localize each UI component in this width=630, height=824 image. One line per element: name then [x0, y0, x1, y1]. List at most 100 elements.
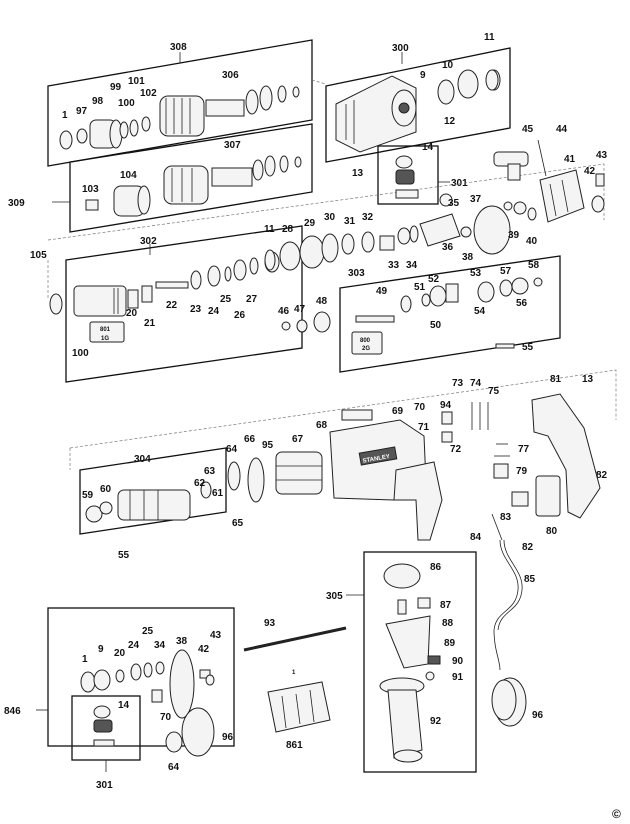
ring-row-parts: [264, 225, 419, 271]
kit-label-861: 861: [286, 740, 303, 751]
code-801: 801: [100, 327, 111, 333]
part-label-102: 102: [140, 88, 157, 99]
kit-label-20: 20: [114, 648, 126, 659]
part-label-25: 25: [220, 294, 232, 305]
switch-parts: [441, 402, 561, 517]
part-label-93: 93: [264, 618, 276, 629]
part-label-71: 71: [418, 422, 430, 433]
kit-label-1-small: 1: [292, 670, 296, 676]
part-label-13b: 13: [582, 374, 594, 385]
part-label-31: 31: [344, 216, 356, 227]
part-label-62: 62: [194, 478, 206, 489]
part-label-68: 68: [316, 420, 328, 431]
assembly-308-box: 308: [47, 39, 313, 167]
part-label-64: 64: [226, 444, 238, 455]
part-label-14: 14: [422, 142, 434, 153]
assembly-301b-box: 301: [71, 695, 141, 791]
assembly-304-box: 304: [79, 447, 227, 535]
spindle-parts-302: 801 1G: [49, 251, 280, 343]
part-label-44: 44: [556, 124, 568, 135]
kit-label-1: 1: [82, 654, 88, 665]
kit-label-43: 43: [210, 630, 222, 641]
part-label-38: 38: [462, 252, 474, 263]
part-label-21: 21: [144, 318, 156, 329]
part-label-11: 11: [484, 32, 495, 43]
kit-label-64: 64: [168, 762, 180, 773]
part-label-24: 24: [208, 306, 220, 317]
part-label-70: 70: [414, 402, 426, 413]
part-label-40: 40: [526, 236, 538, 247]
part-label-96: 96: [532, 710, 544, 721]
part-label-48: 48: [316, 296, 328, 307]
part-label-54: 54: [474, 306, 486, 317]
assembly-guide-lines: [47, 79, 617, 470]
part-label-104: 104: [120, 170, 137, 181]
assembly-label-305: 305: [326, 591, 343, 602]
assembly-300-box: 300: [325, 43, 511, 163]
part-label-33: 33: [388, 260, 400, 271]
part-label-47: 47: [294, 304, 306, 315]
part-label-307: 307: [224, 140, 241, 151]
part-label-86: 86: [430, 562, 442, 573]
part-label-37: 37: [470, 194, 482, 205]
kit-label-25: 25: [142, 626, 154, 637]
code-2g: 2G: [362, 346, 370, 352]
upper-right-parts: [419, 69, 605, 255]
part-label-59: 59: [82, 490, 94, 501]
part-label-306: 306: [222, 70, 239, 81]
part-label-79: 79: [516, 466, 528, 477]
part-label-23: 23: [190, 304, 202, 315]
kit-label-42: 42: [198, 644, 210, 655]
part-label-39: 39: [508, 230, 520, 241]
piston-parts-303: 800 2G: [281, 277, 543, 355]
carry-case-861: [267, 681, 331, 733]
part-label-57: 57: [500, 266, 512, 277]
assembly-label-846: 846: [4, 706, 21, 717]
kit-label-9: 9: [98, 644, 104, 655]
part-label-73: 73: [452, 378, 464, 389]
part-label-13: 13: [352, 168, 364, 179]
assembly-label-301b: 301: [96, 780, 113, 791]
part-label-89: 89: [444, 638, 456, 649]
part-label-100b: 100: [72, 348, 89, 359]
part-label-32: 32: [362, 212, 374, 223]
kit-label-70: 70: [160, 712, 172, 723]
part-label-46: 46: [278, 306, 290, 317]
part-label-42: 42: [584, 166, 596, 177]
part-label-94: 94: [440, 400, 452, 411]
part-label-20: 20: [126, 308, 138, 319]
part-label-66: 66: [244, 434, 256, 445]
part-label-90: 90: [452, 656, 464, 667]
service-kit-846: [80, 649, 215, 757]
part-label-99: 99: [110, 82, 122, 93]
assembly-label-309: 309: [8, 198, 25, 209]
part-label-80: 80: [546, 526, 558, 537]
part-label-81: 81: [550, 374, 562, 385]
part-label-27: 27: [246, 294, 258, 305]
part-label-30: 30: [324, 212, 336, 223]
part-label-11b: 11: [264, 224, 275, 235]
assembly-301-box: 301: [377, 145, 468, 205]
main-housing-69: STANLEY: [329, 409, 443, 541]
part-label-58: 58: [528, 260, 540, 271]
part-label-105: 105: [30, 250, 47, 261]
part-label-61: 61: [212, 488, 224, 499]
part-label-9: 9: [420, 70, 426, 81]
part-label-87: 87: [440, 600, 452, 611]
part-label-53: 53: [470, 268, 482, 279]
part-label-97: 97: [76, 106, 88, 117]
kit-label-96: 96: [222, 732, 234, 743]
assembly-305-box: 305: [326, 551, 477, 773]
part-label-56: 56: [516, 298, 528, 309]
motor-parts: [85, 451, 323, 523]
part-label-103: 103: [82, 184, 99, 195]
part-label-1: 1: [62, 110, 68, 121]
rear-handle-81: [531, 393, 601, 519]
part-label-74: 74: [470, 378, 482, 389]
kit-label-14: 14: [118, 700, 130, 711]
chuck-parts-309: [85, 155, 302, 217]
chuck-parts-308: [59, 85, 300, 150]
cord-85: [491, 513, 523, 671]
part-label-35: 35: [448, 198, 460, 209]
